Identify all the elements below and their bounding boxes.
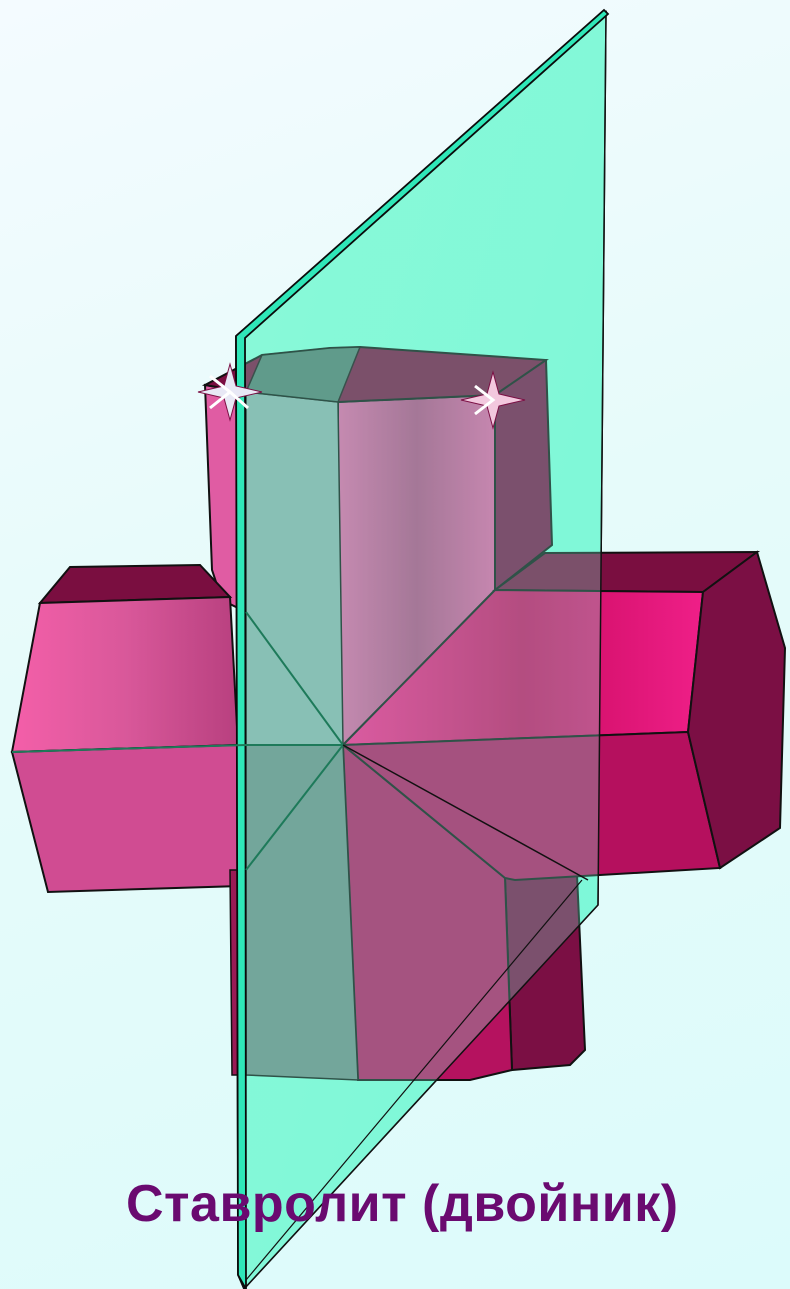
left-arm	[12, 565, 240, 892]
twin-plane-front	[236, 12, 606, 1289]
caption-title: Ставролит (двойник)	[126, 1174, 679, 1234]
